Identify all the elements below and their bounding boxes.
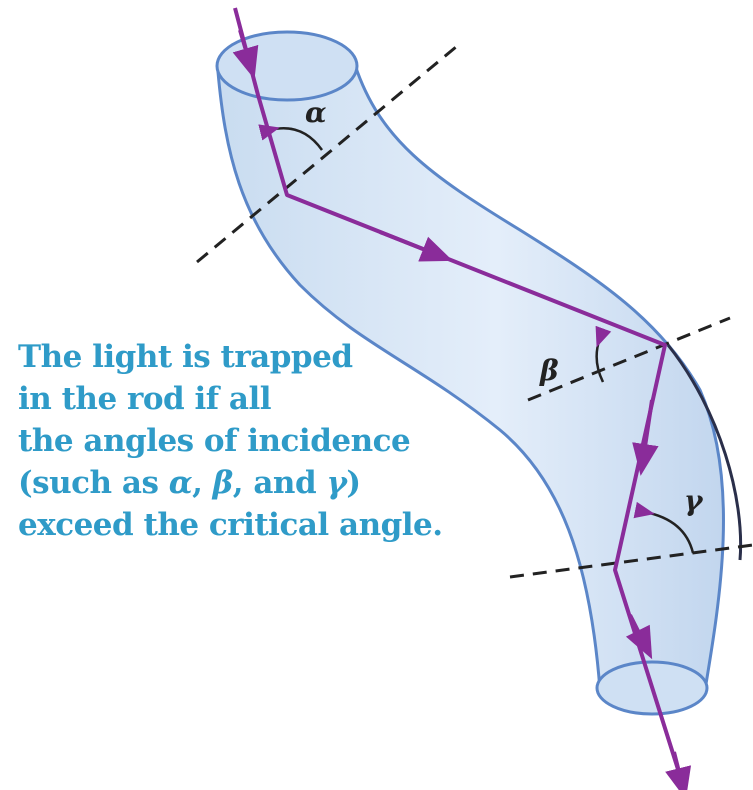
label-beta: β: [539, 354, 559, 387]
light-ray-path: [233, 7, 684, 783]
ray-arrow-3: [632, 399, 659, 476]
caption-line-4: (such as α, β, and γ): [18, 462, 538, 504]
angle-arc-gamma: [633, 501, 695, 554]
caption-line-3: the angles of incidence: [18, 423, 411, 459]
caption-line-1: The light is trapped: [18, 339, 353, 375]
angle-arc-alpha: [258, 124, 324, 151]
caption-line-4-suffix: ): [346, 465, 361, 501]
label-alpha: α: [305, 96, 327, 129]
rod-dark-edge: [666, 344, 743, 561]
ray-arrow-1: [232, 29, 259, 80]
caption-line-2: in the rod if all: [18, 381, 272, 417]
normal-line-gamma: [509, 543, 753, 579]
normal-line-alpha: [196, 40, 463, 264]
label-gamma: γ: [684, 484, 704, 517]
rod-top-end: [215, 30, 359, 102]
caption-line-4-prefix: (such as: [18, 465, 169, 501]
caption-line-5: exceed the critical angle.: [18, 507, 443, 543]
angle-arc-beta: [595, 325, 612, 383]
ray-arrow-5: [665, 751, 692, 790]
caption-alpha: α: [168, 465, 193, 501]
caption-sep-1: ,: [192, 465, 213, 501]
caption-text: The light is trapped in the rod if all t…: [18, 336, 538, 546]
ray-arrow-4: [625, 614, 653, 660]
caption-sep-2: , and: [232, 465, 327, 501]
caption-beta: β: [212, 465, 234, 501]
ray-arrow-2: [379, 230, 453, 262]
normal-line-beta: [527, 316, 731, 402]
caption-gamma: γ: [326, 465, 347, 501]
